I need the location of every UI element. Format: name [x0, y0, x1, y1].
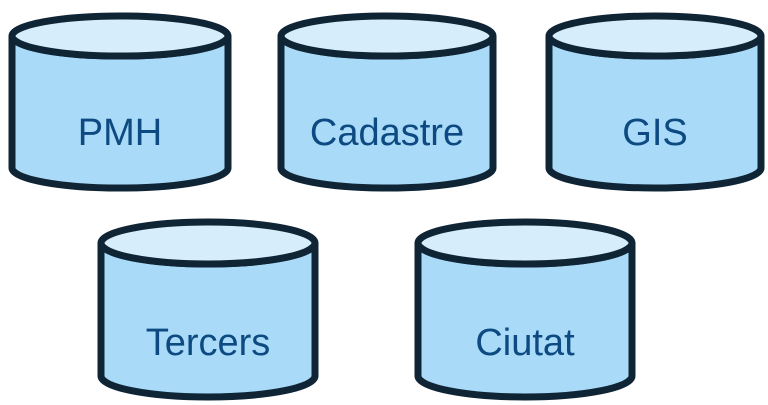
- database-cylinder-top: [277, 12, 497, 60]
- database-ciutat: Ciutat: [414, 218, 636, 401]
- database-cadastre: Cadastre: [277, 12, 497, 192]
- database-cylinder-top: [414, 218, 636, 268]
- database-label: Ciutat: [475, 322, 575, 364]
- database-label: PMH: [78, 112, 162, 154]
- database-cylinder-top: [545, 12, 765, 60]
- database-label: Cadastre: [310, 112, 464, 154]
- database-cylinder-top: [8, 12, 232, 60]
- database-cylinder-top: [97, 218, 319, 268]
- database-label: Tercers: [146, 322, 271, 364]
- database-label: GIS: [622, 112, 687, 154]
- database-pmh: PMH: [8, 12, 232, 192]
- database-tercers: Tercers: [97, 218, 319, 401]
- database-gis: GIS: [545, 12, 765, 192]
